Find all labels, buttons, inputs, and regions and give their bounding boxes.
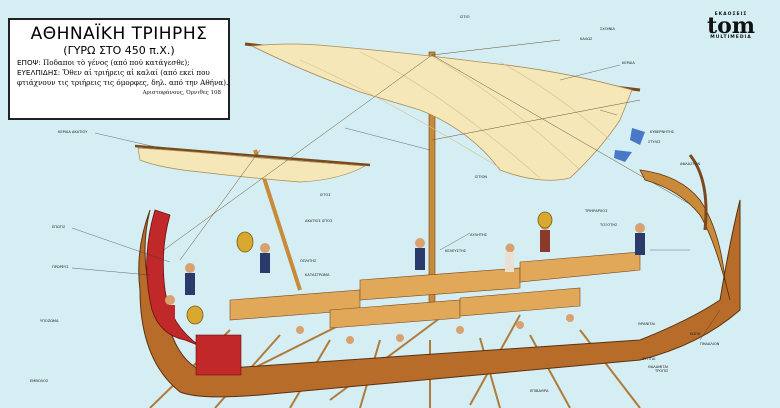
label-keraia: ΚΕΡΑΙΑ: [622, 61, 635, 65]
diagram-subtitle: (ΓΥΡΩ ΣΤΟ 450 π.Χ.): [63, 44, 175, 57]
diagram-title: ΑΘΗΝΑΪΚΗ ΤΡΙΗΡΗΣ: [30, 24, 208, 44]
publisher-logo: ΕΚΔΟΣΕΙΣ tom MULTIMEDIA: [700, 12, 762, 44]
label-texts: ΚΕΡΑΙΑ ΑΚΑΤΙΟΥ ΚΕΡΑΙΑ ΙΣΤΙΟ ΙΣΤΙΟΝ ΕΠΩΤΙ…: [30, 15, 720, 393]
label-kybernetes: ΚΥΒΕΡΝΗΤΗΣ: [650, 130, 675, 134]
quote-line-3: φτιάχνουν τις τριήρεις τις όμορφες, δηλ.…: [17, 78, 229, 87]
label-thalamitai: ΘΑΛΑΜΙΤΑΙ: [648, 365, 668, 369]
deck: [229, 251, 641, 329]
label-istos: ΙΣΤΟΣ: [320, 193, 331, 197]
label-pedalion: ΠΗΔΑΛΙΟΝ: [700, 342, 720, 346]
logo-mark: tom: [706, 13, 756, 39]
label-akatios-istos: ΑΚΑΤΙΟΣ ΙΣΤΟΣ: [305, 219, 333, 223]
quote-line-2: ΕΥΕΛΠΙΔΗΣ: Ὅθεν αἱ τριήρεις αἱ καλαί (απ…: [17, 68, 221, 78]
logo-top-text: ΕΚΔΟΣΕΙΣ: [714, 12, 748, 17]
label-oplites: ΟΠΛΙΤΗΣ: [300, 259, 317, 263]
label-aphlaston: ΑΦΛΑΣΤΟΝ: [680, 162, 700, 166]
label-epibathra: ΕΠΙΒΑΘΡΑ: [530, 389, 549, 393]
hull: [138, 199, 741, 398]
label-embolos: ΕΜΒΟΛΟΣ: [30, 379, 49, 383]
fore-yard: [134, 144, 371, 167]
quote-line-1: ΕΠΟΨ: Ποδαποι τὸ γένος (από πού κατάγεσθ…: [17, 58, 221, 68]
label-epotis: ΕΠΩΤΙΣ: [52, 225, 66, 229]
crew-figures: [165, 220, 645, 344]
rigging: [149, 39, 701, 261]
label-kope: ΚΩΠΗ: [690, 332, 701, 336]
fore-sail: [137, 147, 367, 183]
label-schoinia: ΣΧΟΙΝΙΑ: [600, 27, 615, 31]
diagram-labels: [71, 64, 721, 341]
label-trierarchos: ΤΡΙΗΡΑΡΧΟΣ: [584, 209, 608, 213]
label-thranitai: ΘΡΑΝΙΤΑΙ: [638, 322, 655, 326]
label-keraia-akatiou: ΚΕΡΑΙΑ ΑΚΑΤΙΟΥ: [58, 130, 88, 134]
label-zygitai: ΖΥΓΙΤΑΙ: [642, 357, 655, 361]
label-kalos: ΚΑΛΩΣ: [580, 37, 593, 41]
label-istion: ΙΣΤΙΟΝ: [475, 175, 487, 179]
stern-aphlaston: [639, 169, 731, 301]
blue-flag: [630, 128, 645, 145]
speaker-epops: ΕΠΟΨ:: [17, 58, 41, 67]
label-auletes: ΑΥΛΗΤΗΣ: [470, 233, 488, 237]
shields: [186, 211, 553, 325]
label-istio: ΙΣΤΙΟ: [460, 15, 470, 19]
blue-flag-2: [614, 150, 632, 162]
label-tropis: ΤΡΟΠΙΣ: [654, 369, 669, 373]
bow-ram: [146, 209, 201, 347]
quote-text-1: Ποδαποι τὸ γένος (από πού κατάγεσθε);: [42, 58, 190, 67]
label-toxotes: ΤΟΞΟΤΗΣ: [599, 223, 618, 227]
citation: Αριστοφάνους, Όρνιθες 108: [142, 90, 221, 96]
main-sail: [250, 43, 633, 181]
label-proreus: ΠΡΩΡΕΥΣ: [52, 265, 69, 269]
label-hypozoma: ΥΠΟΖΩΜΑ: [40, 319, 59, 323]
quote-text-2: Ὅθεν αἱ τριήρεις αἱ καλαί (από εκεί που: [62, 68, 210, 77]
logo-bottom-text: MULTIMEDIA: [710, 35, 752, 40]
label-keleustes: ΚΕΛΕΥΣΤΗΣ: [445, 249, 467, 253]
label-katastroma: ΚΑΤΑΣΤΡΩΜΑ: [305, 273, 330, 277]
red-prow-panel: [195, 334, 242, 376]
label-stylis: ΣΤΥΛΙΣ: [648, 140, 661, 144]
speaker-euelpides: ΕΥΕΛΠΙΔΗΣ:: [17, 68, 61, 77]
title-box: ΑΘΗΝΑΪΚΗ ΤΡΙΗΡΗΣ (ΓΥΡΩ ΣΤΟ 450 π.Χ.) ΕΠΟ…: [8, 18, 230, 120]
